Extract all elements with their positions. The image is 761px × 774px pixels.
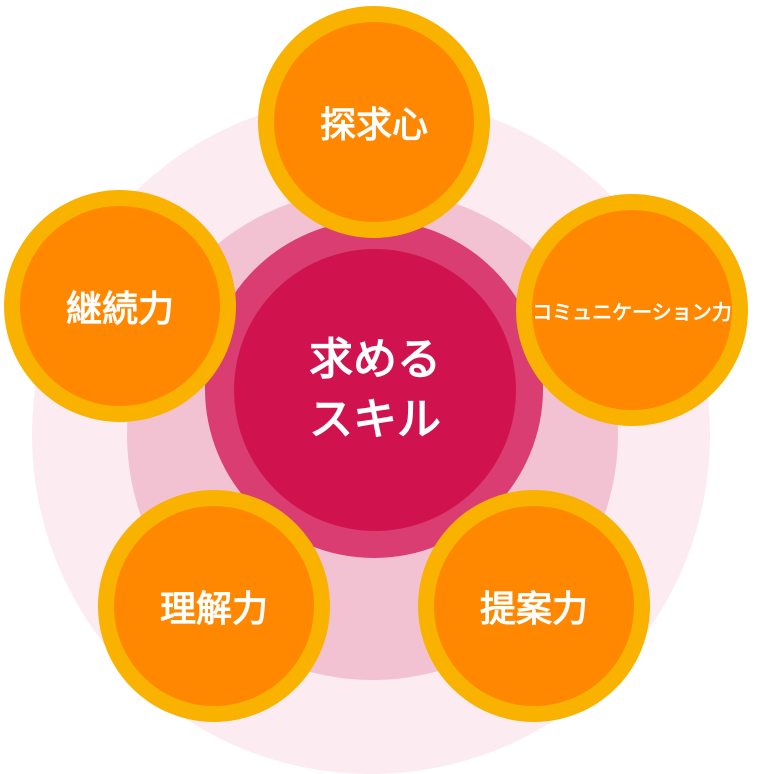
skill-label-bottom-left: 理解力 — [159, 589, 268, 630]
skill-label-top: 探求心 — [319, 105, 428, 146]
skill-node-right: コミュニケーション力 — [516, 194, 748, 426]
skill-label-left: 継続力 — [65, 289, 174, 330]
skill-node-left: 継続力 — [4, 190, 236, 422]
center-label: 求める スキル — [234, 249, 516, 531]
skill-node-top: 探求心 — [258, 6, 490, 238]
skill-node-right-inner: コミュニケーション力 — [532, 210, 732, 410]
skill-node-bottom-left-inner: 理解力 — [114, 506, 314, 706]
skill-node-bottom-left: 理解力 — [98, 490, 330, 722]
center-label-line1: 求める — [309, 334, 441, 385]
skills-diagram: 求める スキル 探求心 継続力 コミュニケーション力 理解力 提案力 — [4, 6, 748, 774]
center-label-line2: スキル — [309, 394, 441, 445]
skill-node-top-inner: 探求心 — [274, 22, 474, 222]
center-circle — [234, 249, 516, 531]
skill-node-left-inner: 継続力 — [20, 206, 220, 406]
skill-label-bottom-right: 提案力 — [479, 589, 588, 630]
skill-node-bottom-right-inner: 提案力 — [434, 506, 634, 706]
skill-label-right: コミュニケーション力 — [532, 299, 732, 324]
skill-node-bottom-right: 提案力 — [418, 490, 650, 722]
